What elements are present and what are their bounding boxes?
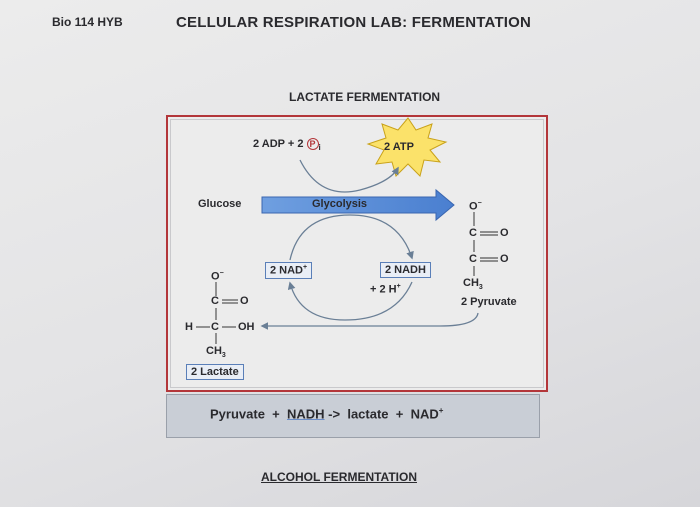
nad-to-nadh-arc xyxy=(289,214,414,261)
pyruvate-o-minus: O− xyxy=(469,200,482,213)
nad-text: 2 NAD xyxy=(270,264,304,277)
lactate-bonds xyxy=(196,282,238,344)
lactate-o-minus-text: O xyxy=(211,270,220,283)
adp-atp-curve xyxy=(299,159,399,193)
lactate-ch3-sub: 3 xyxy=(221,352,226,360)
lactate-c1: C xyxy=(211,295,219,307)
pyruvate-c2: C xyxy=(469,253,477,265)
pyruvate-minus-sup: − xyxy=(477,200,482,207)
diagram-inner-border xyxy=(170,119,544,388)
glycolysis-arrow xyxy=(261,188,455,222)
pyruvate-bonds xyxy=(473,212,498,276)
nad-sup: + xyxy=(303,264,308,271)
pyruvate-c1: C xyxy=(469,227,477,239)
eq-nadh: NADH xyxy=(286,406,325,422)
eq-lactate: lactate xyxy=(347,406,389,422)
nadh-to-nad-arc xyxy=(287,281,413,321)
lactate-label: 2 Lactate xyxy=(186,364,244,380)
proton-text: + 2 H xyxy=(370,283,397,296)
proton-label: + 2 H+ xyxy=(370,283,401,296)
glycolysis-label: Glycolysis xyxy=(312,198,368,210)
eq-plus2: + xyxy=(395,406,404,422)
pyruvate-o-minus-text: O xyxy=(469,200,478,213)
phosphate-sub: i xyxy=(318,143,321,153)
lactate-o1: O xyxy=(240,295,249,307)
eq-arrow: -> xyxy=(328,406,341,422)
page-title: CELLULAR RESPIRATION LAB: FERMENTATION xyxy=(176,14,532,31)
lactate-ch3: CH3 xyxy=(206,345,226,359)
proton-sup: + xyxy=(396,283,401,290)
section-subtitle: LACTATE FERMENTATION xyxy=(289,90,441,104)
adp-text: 2 ADP + 2 xyxy=(253,138,304,150)
pyruvate-o2: O xyxy=(500,253,509,265)
pyruvate-ch3: CH3 xyxy=(463,277,483,291)
pyruvate-to-lactate-arrow xyxy=(260,312,479,330)
lactate-o-minus: O− xyxy=(211,270,224,283)
lactate-ch3-text: CH xyxy=(206,345,222,357)
atp-starburst xyxy=(366,117,448,177)
alcohol-fermentation-heading: ALCOHOL FERMENTATION xyxy=(261,470,417,484)
pyruvate-label: 2 Pyruvate xyxy=(461,296,517,308)
lactate-h: H xyxy=(185,321,193,333)
eq-nad: NAD xyxy=(410,406,439,422)
course-code: Bio 114 HYB xyxy=(52,15,123,29)
phosphate-icon: P xyxy=(306,138,319,150)
equation-box xyxy=(166,394,540,438)
nadh-label: 2 NADH xyxy=(380,262,431,278)
lactate-c2: C xyxy=(211,321,219,333)
eq-plus: + xyxy=(272,406,280,422)
eq-pyruvate: Pyruvate xyxy=(210,406,265,422)
equation: Pyruvate + NADH -> lactate + NAD+ xyxy=(210,406,443,421)
diagram-frame xyxy=(166,115,548,392)
eq-nad-sup: + xyxy=(438,406,444,415)
pyruvate-ch3-text: CH xyxy=(463,277,479,289)
pyruvate-ch3-sub: 3 xyxy=(478,284,483,292)
lactate-minus-sup: − xyxy=(219,270,224,277)
nad-label: 2 NAD+ xyxy=(265,262,313,279)
pyruvate-o1: O xyxy=(500,227,509,239)
glucose-label: Glucose xyxy=(198,198,242,210)
atp-label: 2 ATP xyxy=(384,141,414,153)
lactate-oh: OH xyxy=(238,321,255,333)
